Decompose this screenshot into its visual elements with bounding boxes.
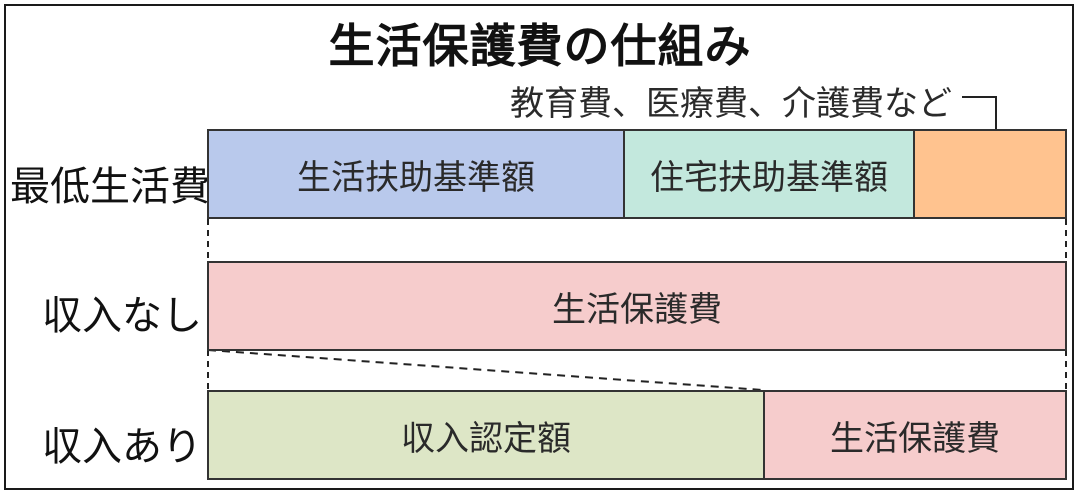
recognized-income-label: 収入認定額: [401, 418, 571, 459]
recognized-income-box: 収入認定額: [207, 390, 765, 480]
welfare-payment-full-box: 生活保護費: [207, 261, 1067, 351]
housing-assistance-standard-label: 住宅扶助基準額: [650, 157, 888, 198]
living-assistance-standard-box: 生活扶助基準額: [207, 129, 625, 219]
other-costs-box: [913, 129, 1067, 219]
row-label-with-income: 収入あり: [42, 424, 202, 470]
housing-assistance-standard-box: 住宅扶助基準額: [623, 129, 915, 219]
welfare-payment-full-label: 生活保護費: [552, 289, 722, 330]
diagram-title: 生活保護費の仕組み: [328, 19, 752, 73]
row-label-no-income: 収入なし: [42, 293, 202, 339]
welfare-payment-partial-label: 生活保護費: [830, 418, 1000, 459]
other-costs-annotation: 教育費、医療費、介護費など: [510, 84, 952, 124]
row-label-minimum-living-cost: 最低生活費: [10, 164, 210, 210]
living-assistance-standard-label: 生活扶助基準額: [297, 157, 535, 198]
guide-line-diagonal: [207, 349, 764, 391]
welfare-payment-partial-box: 生活保護費: [763, 390, 1067, 480]
